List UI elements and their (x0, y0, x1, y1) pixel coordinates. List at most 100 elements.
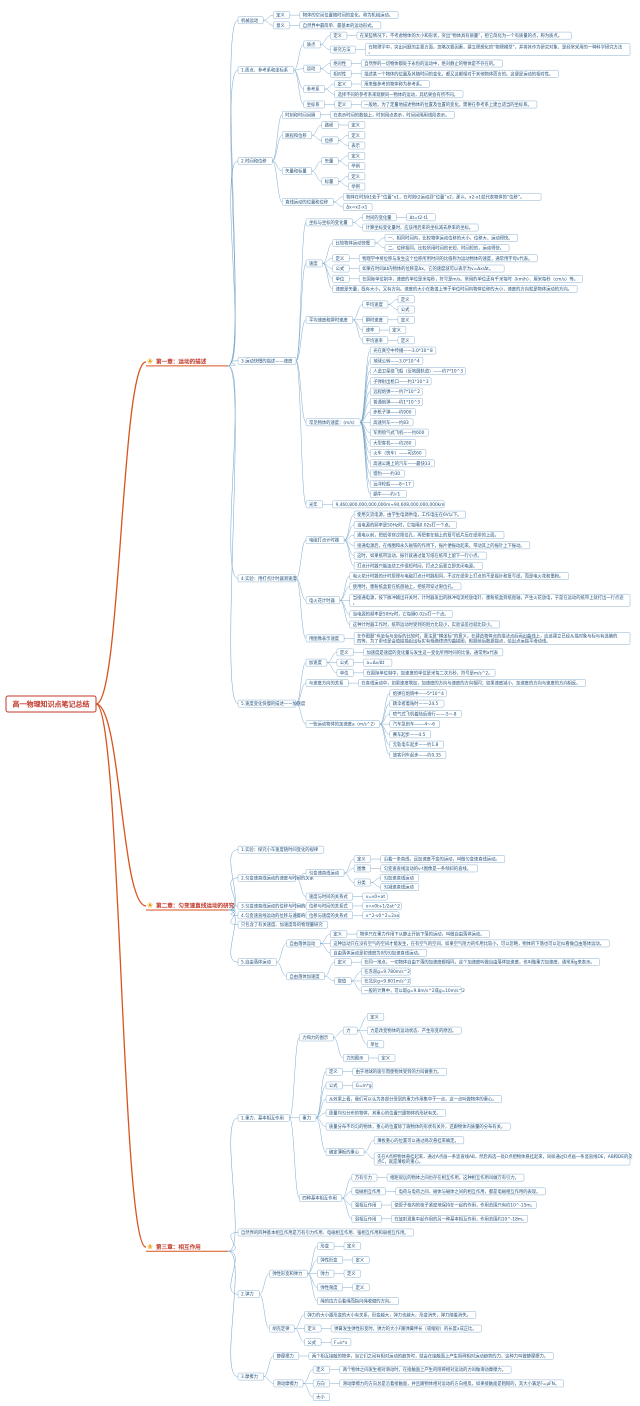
leaf-node: 用来做参考的物体称为参考系。 (361, 80, 430, 88)
node-label: 弹簧发生弹性形变时，弹力的大小F跟弹簧伸长（或缩短）的长度x成正比。 (334, 1325, 477, 1332)
node-box (330, 949, 427, 957)
node-box (370, 377, 432, 386)
node-box (353, 521, 457, 529)
node-box (237, 874, 297, 882)
node-box (367, 1040, 385, 1049)
node-label: 定义 (356, 1256, 365, 1263)
node-label: 时刻和时间间隔 (285, 111, 316, 118)
branch-node: 时刻和时间间隔 (282, 110, 321, 119)
section-node: 2.匀变速直线运动的速度与时间的关系 (237, 874, 315, 882)
node-label: 如果在时间Δt内物体的位移是Δx，它的速度就可以表示为v=Δx/Δt。 (362, 265, 493, 272)
connector (338, 181, 349, 187)
node-label: 确定薄板的重心 (329, 1149, 360, 1156)
node-label: 步枪子弹——约900 (373, 409, 412, 416)
node-label: 定义 (340, 649, 349, 656)
branch-node: 坐标与坐标的变化量 (305, 218, 353, 227)
node-box (336, 658, 354, 667)
node-box (343, 1269, 361, 1278)
node-box (370, 398, 423, 406)
node-label: 意义 (276, 22, 285, 29)
root-box (5, 695, 97, 713)
node-box (237, 1228, 414, 1237)
node-box (361, 967, 411, 976)
node-box (370, 480, 414, 488)
connector (379, 723, 390, 745)
node-box (282, 167, 312, 175)
node-label: 坐标与坐标的变化量 (309, 219, 348, 226)
node-box (305, 536, 345, 545)
connector (227, 1250, 239, 1295)
node-label: 物体在时刻t1处于“位置”x1，在时刻t2运动到“位置”x2，那么，x2-x1就… (346, 193, 524, 200)
node-box (352, 1067, 447, 1076)
node-box (386, 1173, 525, 1182)
branch-node: 弱相互作用 (351, 1215, 382, 1223)
node-box (305, 869, 345, 877)
node-label: 炮弹在炮筒中——5*10^4 (393, 690, 444, 697)
section-node: 3.摩擦力 (237, 1372, 264, 1381)
node-label: 子弹射出枪口——约1*10^3 (373, 378, 429, 385)
leaf-node: 高速公路上的汽车——最快33 (370, 459, 435, 468)
leaf-node: 先在A点把物体悬挂起来，通过A点画一条竖直线AB，然后再选一处D点把物体悬挂起来… (373, 1152, 633, 1166)
connector (360, 401, 371, 423)
node-box (330, 69, 352, 78)
node-label: 使用交流电源，由学生电源供电，工作电压在6V以下。 (357, 511, 462, 518)
connector (295, 872, 307, 879)
node-label: 定义 (401, 296, 410, 303)
node-label: 研究方法 (333, 46, 351, 53)
node-box (389, 730, 431, 739)
node-label: 胡克定律 (272, 1325, 290, 1332)
connector (387, 304, 398, 310)
branch-node: 力和力的图示 (299, 1033, 334, 1042)
branch-node: 加速度 (305, 658, 328, 667)
node-label: 时间的变化量 (366, 214, 392, 221)
node-box (351, 1187, 386, 1196)
section-node: 2.弹力 (237, 1290, 260, 1299)
node-label: 定义 (401, 316, 410, 323)
node-box (304, 1324, 322, 1333)
node-label: 力的图示 (346, 1055, 364, 1062)
node-box (325, 1081, 343, 1090)
branch-node: 自由落体加速度 (286, 972, 325, 981)
node-box (370, 439, 416, 447)
node-label: 平均速度 (366, 301, 384, 308)
node-box (358, 275, 583, 283)
leaf-node: 在同一地点，一切物体自由下落的加速度都相同，这个加速度叫做自由落体加速度，也叫做… (361, 958, 600, 966)
chapter-connector (95, 361, 147, 705)
node-box (380, 855, 506, 863)
node-label: 四种基本相互作用 (302, 1195, 336, 1202)
connector (295, 682, 307, 704)
node-label: 重力 (302, 1114, 311, 1121)
node-label: 5.自由落体运动 (241, 959, 272, 966)
node-label: 这种运动只在没有空气的空间才能发生，在有空气的空间，如果空气阻力的作用比较小，可… (333, 940, 604, 947)
branch-node: 常见物体的速度：(m/s) (305, 418, 361, 427)
branch-node: 定义 (334, 100, 352, 109)
branch-node: 力 (343, 1026, 358, 1035)
node-box (305, 679, 349, 687)
node-label: 定义 (357, 856, 366, 863)
node-label: 点C，就是薄板的重心。 (377, 1158, 423, 1165)
node-box (286, 939, 321, 948)
node-box (334, 90, 464, 99)
node-box (330, 1338, 352, 1347)
node-box (305, 316, 353, 324)
leaf-node: 选择不同的参考系来观察同一物体的运动，其结果会有所不同。 (334, 90, 464, 99)
node-box (361, 69, 559, 78)
node-box (389, 740, 444, 749)
leaf-node: 这时，如果纸带运动，振针就通过复写纸在纸带上留下一行小点。 (353, 551, 488, 560)
node-box (389, 326, 407, 334)
leaf-node: 火车（快车）——可达60 (370, 449, 427, 457)
leaf-node: 一、相同时间内，比较物体运动位移的大小，位移大，运动得快。 (384, 234, 518, 242)
leaf-node: 加速度是速度的变化量与发生这一变化所用时间的比值，通常用a代表 (363, 648, 504, 657)
branch-node: 定义 (332, 254, 350, 263)
node-label: 计算坐标变化量时，应该用后来的坐标减去原来的坐标。 (366, 224, 473, 231)
leaf-node: 在北京g=9.801m/s^2 (361, 977, 411, 985)
node-label: 3.运动快慢的描述——速度 (241, 357, 293, 364)
connector (322, 263, 333, 290)
node-box (348, 151, 366, 160)
node-box (237, 66, 294, 74)
node-label: 定义 (392, 327, 401, 334)
chapter-connector (95, 703, 147, 907)
node-label: 强相互作用 (355, 1202, 376, 1209)
node-label: 定义 (351, 132, 360, 139)
root-node: 高一物理知识点笔记总结 (5, 695, 97, 713)
